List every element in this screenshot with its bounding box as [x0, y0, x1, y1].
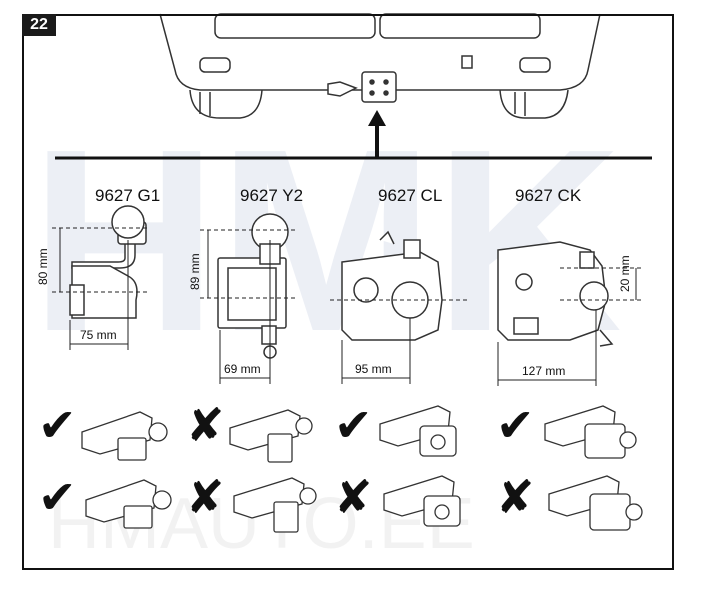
compat-mark-cross-r2-c2: ✘	[186, 470, 225, 524]
mount-arrow	[368, 110, 386, 158]
compat-mark-check-r1-c3: ✔	[334, 398, 373, 452]
thumb-ck-row2	[548, 475, 643, 531]
coupling-ck-drawing	[497, 241, 614, 347]
compat-mark-cross-r1-c2: ✘	[186, 398, 225, 452]
thumb-cl-row1	[379, 405, 457, 457]
thumb-g1-row2	[85, 479, 172, 529]
thumb-g1-row1	[81, 411, 168, 461]
ck-width-label: 127 mm	[522, 364, 566, 378]
g1-height-label: 80 mm	[36, 248, 50, 285]
compat-mark-cross-r2-c3: ✘	[334, 470, 373, 524]
compat-mark-check-r1-c1: ✔	[38, 398, 77, 452]
variant-label-y2: 9627 Y2	[240, 186, 304, 205]
variant-label-cl: 9627 CL	[378, 186, 443, 205]
thumb-y2-row2	[233, 477, 317, 533]
compat-mark-check-r2-c1: ✔	[38, 470, 77, 524]
variant-label-g1: 9627 G1	[95, 186, 161, 205]
y2-dimensions	[200, 229, 295, 384]
cl-width-label: 95 mm	[355, 362, 392, 376]
coupling-g1-drawing	[69, 205, 147, 319]
coupling-y2-drawing	[217, 213, 289, 359]
g1-width-label: 75 mm	[80, 328, 117, 342]
variant-label-ck: 9627 CK	[515, 186, 582, 205]
compat-mark-cross-r2-c4: ✘	[496, 470, 535, 524]
y2-width-label: 69 mm	[224, 362, 261, 376]
thumb-y2-row1	[229, 409, 313, 463]
cl-dimensions	[330, 299, 470, 384]
figure-frame	[22, 14, 674, 570]
compat-mark-check-r1-c4: ✔	[496, 398, 535, 452]
thumb-cl-row2	[383, 475, 461, 527]
ck-dimensions	[497, 267, 644, 386]
ck-height-label: 20 mm	[618, 255, 632, 292]
g1-dimensions	[52, 227, 150, 350]
figure-number: 22	[22, 14, 56, 36]
vehicle-rear	[159, 13, 601, 119]
thumb-ck-row1	[544, 405, 637, 459]
y2-height-label: 89 mm	[188, 253, 202, 290]
compat-thumbnails	[81, 405, 643, 533]
